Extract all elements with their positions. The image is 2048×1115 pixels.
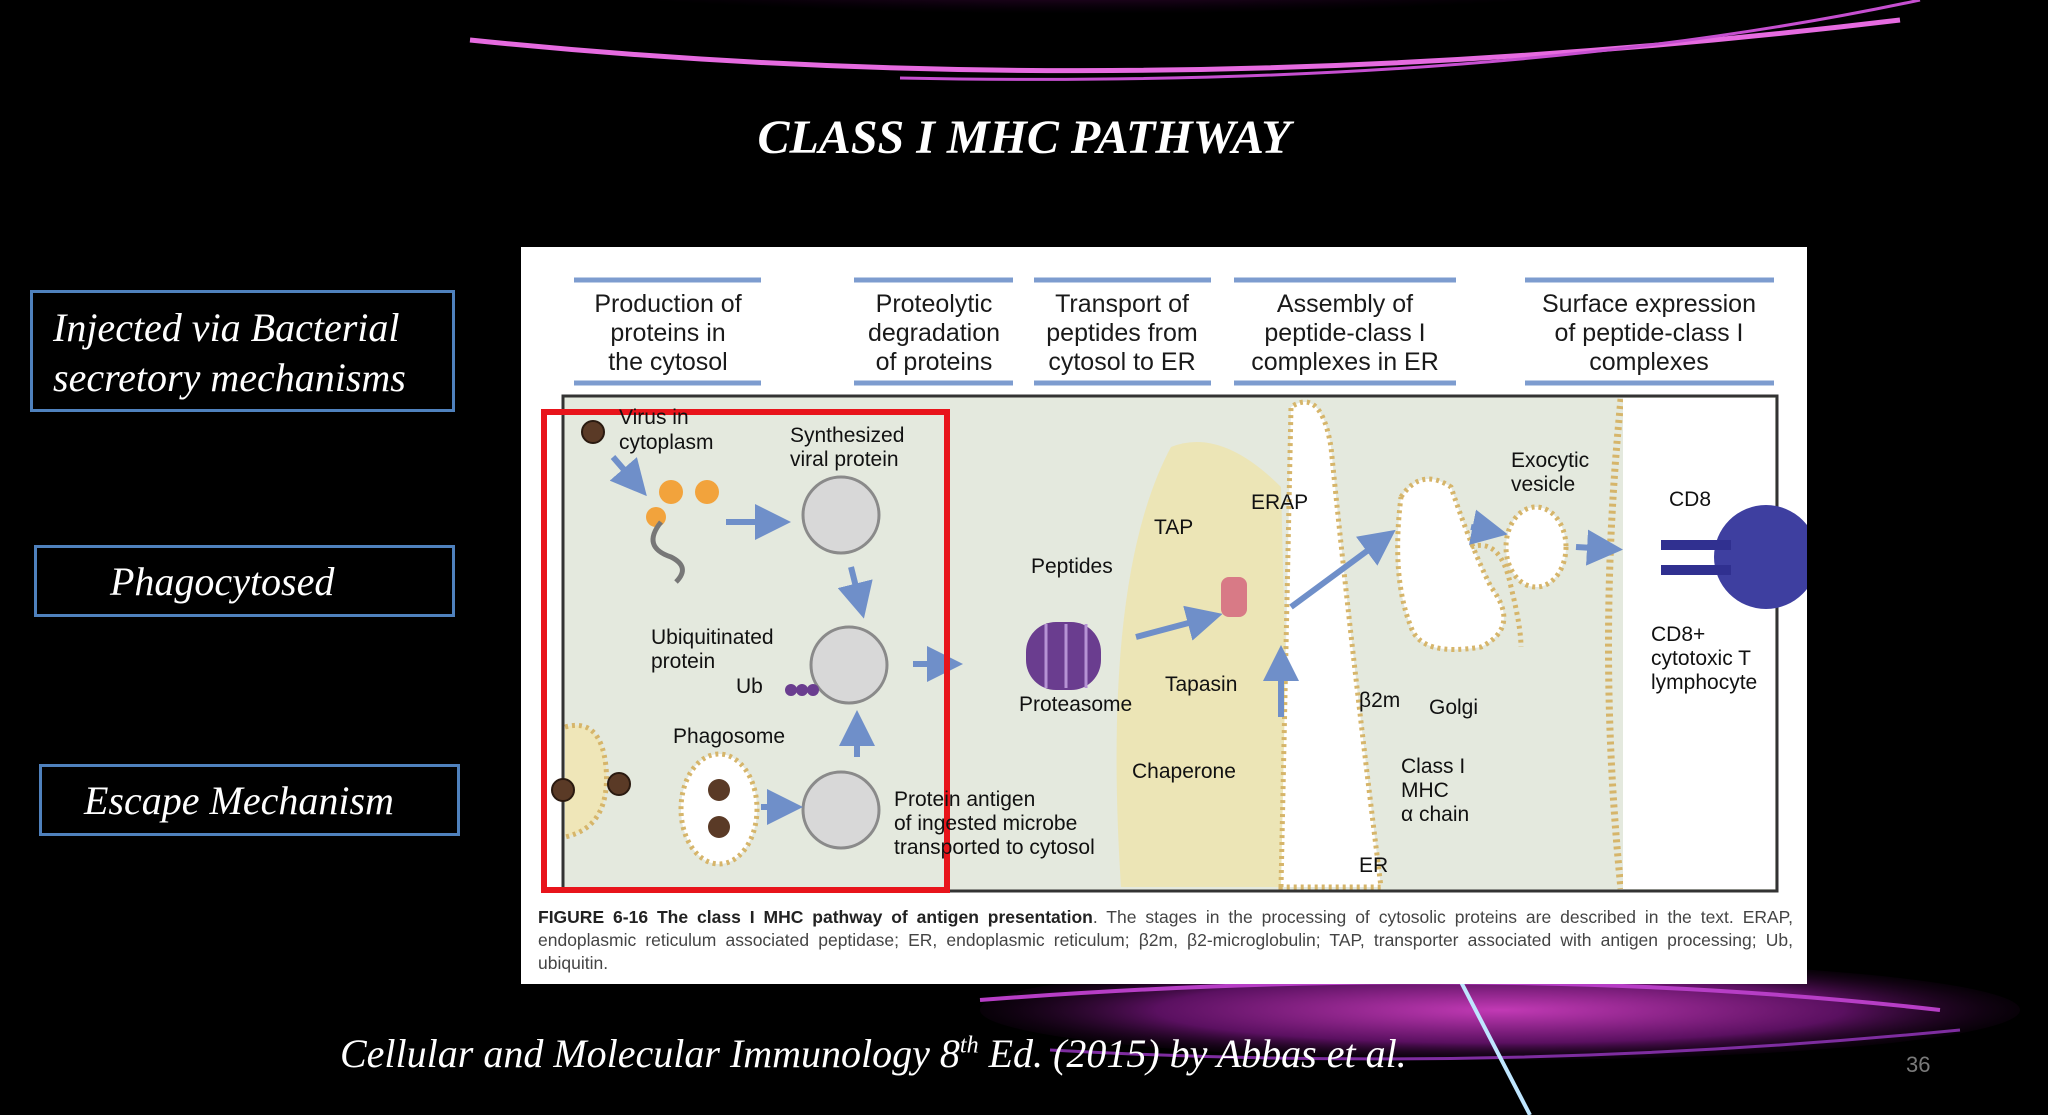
- caption-line3: processing; Ub, ubiquitin.: [538, 930, 1793, 973]
- label-b2m: β2m: [1359, 689, 1400, 712]
- caption-line1: . The stages in the processing of cytoso…: [1092, 907, 1734, 927]
- escape-mechanism-box: Escape Mechanism: [39, 764, 460, 836]
- label-peptides: Peptides: [1031, 555, 1113, 578]
- stage-headers: Production of proteins in the cytosol Pr…: [574, 277, 1774, 386]
- ingested-protein-shape: [801, 770, 881, 850]
- label-cd8: CD8: [1669, 488, 1711, 511]
- pathway-figure: Production of proteins in the cytosol Pr…: [521, 247, 1807, 984]
- stage-3-line3: cytosol to ER: [1048, 348, 1195, 376]
- caption-fig-title: The class I MHC pathway of antigen prese…: [656, 907, 1093, 927]
- stage-3-line2: peptides from: [1046, 319, 1197, 347]
- stage-5-line3: complexes: [1589, 348, 1709, 376]
- stage-3-line1: Transport of: [1055, 290, 1189, 318]
- stage-5-line2: of peptide-class I: [1555, 319, 1744, 347]
- diagram-labels: Virus in cytoplasm Synthesized viral pro…: [619, 406, 1757, 877]
- proteasome-shape: [1026, 622, 1101, 690]
- caption-line2: ERAP, endoplasmic reticulum associated p…: [538, 907, 1793, 950]
- citation-sup: th: [959, 1032, 979, 1059]
- stage-3: Transport of peptides from cytosol to ER: [1034, 277, 1211, 386]
- label-class1-2: MHC: [1401, 779, 1449, 802]
- label-exocytic-2: vesicle: [1511, 473, 1575, 496]
- citation: Cellular and Molecular Immunology 8th Ed…: [340, 1030, 1407, 1077]
- label-ubiq-1: Ubiquitinated: [651, 626, 774, 649]
- label-antigen-1: Protein antigen: [894, 788, 1035, 811]
- escape-mechanism-label: Escape Mechanism: [84, 778, 394, 823]
- citation-post: Ed. (2015) by Abbas et al.: [978, 1031, 1407, 1076]
- figure-caption: FIGURE 6-16 The class I MHC pathway of a…: [538, 906, 1793, 975]
- stage-1-line2: proteins in: [610, 319, 725, 347]
- stage-2: Proteolytic degradation of proteins: [854, 277, 1013, 386]
- stage-4-line1: Assembly of: [1277, 290, 1413, 318]
- stage-4-line3: complexes in ER: [1251, 348, 1439, 376]
- caption-fig-no: FIGURE 6-16: [538, 907, 649, 927]
- stage-1-line1: Production of: [594, 290, 741, 318]
- injected-box-line1: Injected via Bacterial: [53, 305, 400, 350]
- stage-2-line1: Proteolytic: [876, 290, 993, 318]
- label-tap: TAP: [1154, 516, 1193, 539]
- label-tapasin: Tapasin: [1165, 673, 1237, 696]
- cd8-cell-shape: [1714, 505, 1807, 609]
- golgi-shape: [1395, 476, 1507, 652]
- stage-1: Production of proteins in the cytosol: [574, 277, 761, 386]
- label-erap: ERAP: [1251, 491, 1308, 514]
- label-synth-1: Synthesized: [790, 424, 904, 447]
- phagocytosed-box: Phagocytosed: [34, 545, 455, 617]
- pathway-diagram: Production of proteins in the cytosol Pr…: [541, 277, 1807, 893]
- label-exocytic-1: Exocytic: [1511, 449, 1589, 472]
- label-proteasome: Proteasome: [1019, 693, 1132, 716]
- label-er: ER: [1359, 854, 1388, 877]
- label-class1-3: α chain: [1401, 803, 1469, 826]
- label-cd8cell-3: lymphocyte: [1651, 671, 1757, 694]
- ubiquitinated-protein-shape: [809, 625, 889, 705]
- citation-pre: Cellular and Molecular Immunology 8: [340, 1031, 960, 1076]
- page-number: 36: [1906, 1052, 1931, 1077]
- stage-1-line3: the cytosol: [608, 348, 728, 376]
- label-cd8cell-2: cytotoxic T: [1651, 647, 1751, 670]
- stage-4-line2: peptide-class I: [1264, 319, 1425, 347]
- tap-shape: [1221, 577, 1247, 617]
- highlight-box: [541, 409, 950, 893]
- label-synth-2: viral protein: [790, 448, 899, 471]
- label-cd8cell-1: CD8+: [1651, 623, 1705, 646]
- label-chaperone: Chaperone: [1132, 760, 1236, 783]
- stage-2-line2: degradation: [868, 319, 1000, 347]
- injected-box: Injected via Bacterial secretory mechani…: [30, 290, 455, 412]
- label-antigen-2: of ingested microbe: [894, 812, 1077, 835]
- phagocytosed-label: Phagocytosed: [110, 559, 335, 604]
- stage-5-line1: Surface expression: [1542, 290, 1756, 318]
- slide-title: CLASS I MHC PATHWAY: [757, 111, 1291, 164]
- label-phagosome: Phagosome: [673, 725, 785, 748]
- label-golgi: Golgi: [1429, 696, 1478, 719]
- stage-2-line3: of proteins: [876, 348, 993, 376]
- label-antigen-3: transported to cytosol: [894, 836, 1095, 859]
- label-ubiq-2: protein: [651, 650, 715, 673]
- synthesized-protein-shape: [801, 475, 881, 555]
- phagosome-shape: [678, 751, 760, 867]
- label-class1-1: Class I: [1401, 755, 1465, 778]
- label-ub: Ub: [736, 675, 763, 698]
- stage-5: Surface expression of peptide-class I co…: [1525, 277, 1774, 386]
- label-virus-1: Virus in: [619, 406, 689, 429]
- label-virus-2: cytoplasm: [619, 431, 714, 454]
- exocytic-vesicle-shape: [1503, 504, 1569, 590]
- er-membrane: [1278, 399, 1384, 890]
- stage-4: Assembly of peptide-class I complexes in…: [1234, 277, 1456, 386]
- injected-box-line2: secretory mechanisms: [53, 355, 406, 400]
